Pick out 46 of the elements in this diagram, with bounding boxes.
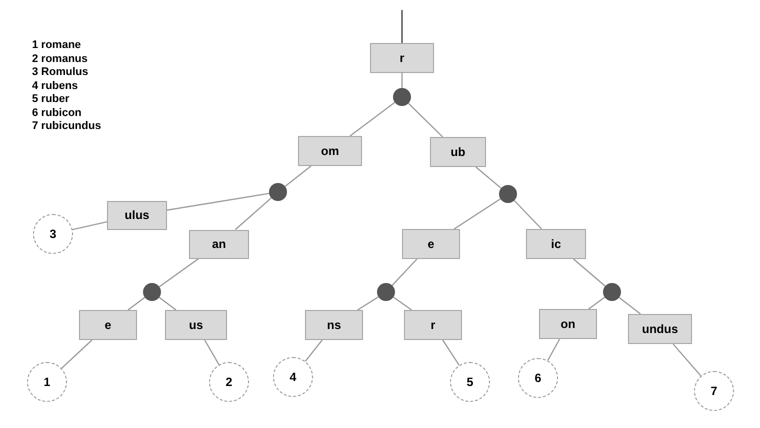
connector-line [588,296,606,310]
connector-line [475,166,502,189]
connector-line [672,344,702,376]
prefix-box: r [404,310,462,340]
connector-line [158,258,200,288]
connector-line [392,258,418,286]
connector-line [158,296,176,310]
connector-line [547,338,560,361]
connector-line [401,73,403,88]
connector-line [284,166,312,187]
prefix-box: e [79,310,137,340]
prefix-box: an [189,230,249,258]
word-key-entry: 2 romanus [32,52,89,66]
prefix-box: ub [430,137,486,167]
connector-line [514,200,542,230]
connector-line [454,198,501,230]
connector-line [401,10,403,43]
word-key-entry: 5 ruber [32,93,70,106]
prefix-box: ulus [107,200,167,230]
word-key-entry: 1 romane [32,39,82,52]
connector-line [128,296,146,310]
word-key-entry: 6 rubicon [32,106,83,120]
prefix-box: om [298,136,362,166]
connector-line [166,192,270,211]
connector-line [304,340,323,362]
connector-line [357,296,379,310]
connector-line [72,221,108,230]
connector-line [235,198,272,230]
prefix-box: ns [305,310,363,340]
connector-line [573,258,606,287]
connector-line [350,102,396,136]
prefix-box: on [539,309,597,339]
connector-line [61,340,92,369]
connector-line [393,296,412,310]
prefix-box: ic [526,229,586,259]
prefix-box: undus [628,314,692,344]
prefix-box: us [165,310,227,340]
connector-line [442,340,460,366]
connector-line [204,340,220,365]
word-key-entry: 3 Romulus [32,66,90,80]
word-key-entry: 4 rubens [32,80,79,93]
connector-line [408,102,444,138]
word-key-entry: 7 rubicundus [32,120,102,134]
prefix-box: r [370,43,434,73]
prefix-box: e [402,229,460,259]
connector-line [618,297,641,314]
